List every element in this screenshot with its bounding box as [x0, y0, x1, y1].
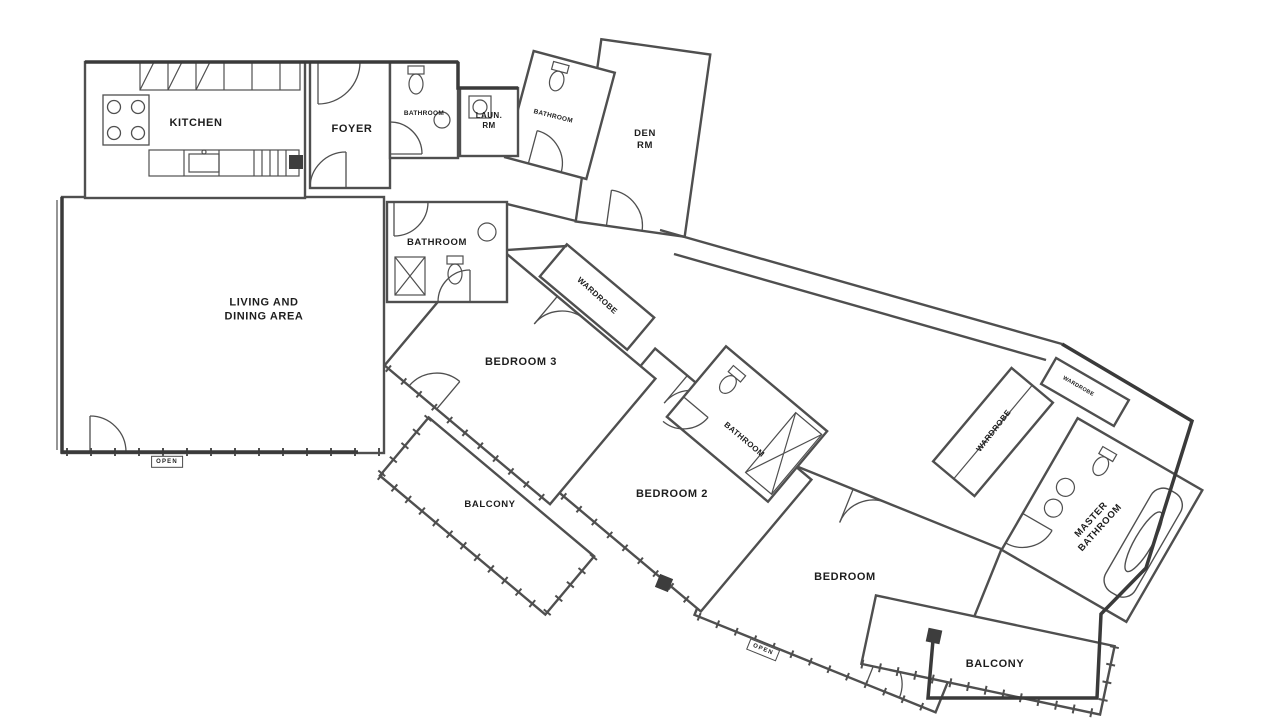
toilet-icon — [407, 65, 425, 95]
column-marker — [289, 155, 943, 645]
washer-icon — [468, 95, 492, 119]
wardrobe-master-room — [1039, 356, 1131, 428]
bathroom-main-room — [385, 200, 509, 304]
outer-walls — [60, 60, 1195, 700]
foyer-room — [308, 60, 392, 190]
door-arc — [408, 372, 461, 410]
balcony-1-room — [376, 414, 598, 618]
kitchen-room — [83, 60, 307, 200]
wardrobe-hall-room — [931, 366, 1055, 498]
toilet-icon — [1092, 445, 1118, 477]
sink-icon — [477, 222, 497, 242]
sink-icon — [188, 149, 220, 173]
laundry-room-room — [458, 86, 520, 158]
door-arc — [662, 396, 709, 430]
door-arc — [89, 415, 127, 453]
bathtub-icon — [744, 411, 823, 496]
door-arc — [393, 201, 429, 237]
door-arc — [389, 121, 423, 155]
door-arc — [533, 295, 586, 325]
door-arc — [317, 61, 361, 105]
door-arc — [309, 151, 347, 189]
master-bathroom-room — [1000, 416, 1204, 624]
sink-icon — [1043, 498, 1064, 518]
bathroom-bedroom2-room — [662, 344, 829, 504]
bathroom-den-room — [503, 49, 617, 181]
balcony-2-room — [859, 593, 1120, 720]
sink-icon — [433, 111, 451, 129]
door-arc — [605, 189, 644, 231]
toilet-icon — [718, 364, 747, 394]
door-arc — [527, 129, 564, 173]
shower-icon — [394, 256, 426, 296]
sink-icon — [1055, 477, 1076, 497]
door-arc — [839, 488, 887, 523]
toilet-icon — [446, 255, 464, 285]
toilet-icon — [548, 60, 570, 92]
living-dining-room — [56, 195, 386, 456]
bathroom-foyer-room — [388, 60, 460, 160]
corridor-walls — [506, 202, 1063, 362]
wardrobe-bedroom3-room — [538, 242, 656, 352]
stove-icon — [102, 94, 150, 146]
door-arc — [437, 269, 471, 303]
door-arc — [1005, 512, 1053, 549]
